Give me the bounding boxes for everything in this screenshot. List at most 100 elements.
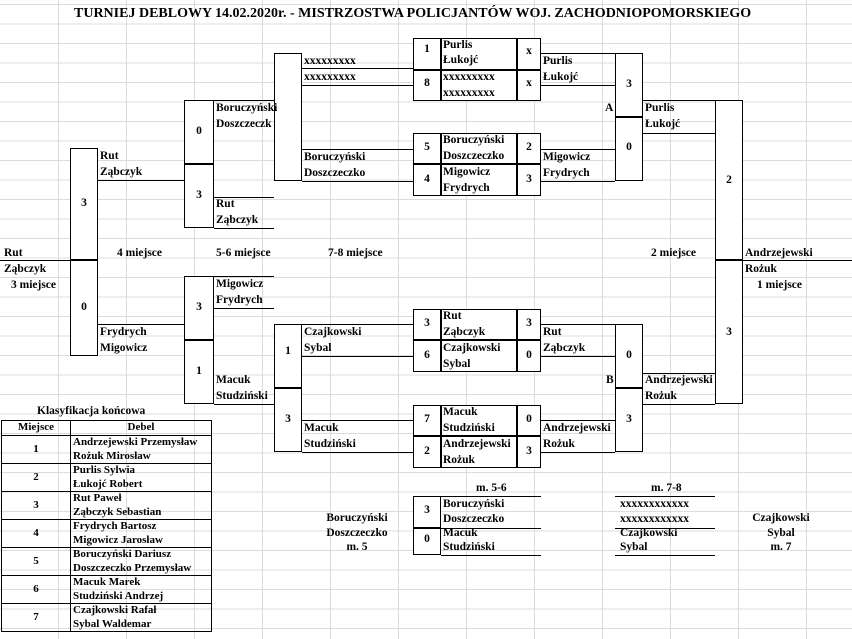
player-1: Boruczyński Dariusz bbox=[73, 548, 172, 560]
score: x bbox=[526, 45, 532, 57]
bracket-label-a: A bbox=[605, 102, 614, 114]
team-name: Czajkowski bbox=[443, 342, 501, 354]
team-name: Andrzejewski bbox=[645, 374, 713, 386]
team-name: Boruczyński bbox=[216, 102, 278, 114]
team-box bbox=[441, 38, 517, 70]
score-box bbox=[184, 276, 214, 340]
score-box bbox=[715, 260, 743, 404]
score-box bbox=[615, 117, 643, 181]
place-label: m. 7 bbox=[770, 541, 792, 553]
score: x bbox=[526, 77, 532, 89]
team-name: Doszczeczk bbox=[216, 118, 272, 130]
score-box bbox=[184, 340, 214, 404]
classification-title: Klasyfikacja końcowa bbox=[37, 405, 146, 417]
score-box bbox=[413, 340, 441, 372]
team-name: Ząbczyk bbox=[443, 326, 486, 338]
place-label: 1 miejsce bbox=[757, 279, 803, 291]
team-name: Łukojć bbox=[543, 71, 579, 83]
team-name: Rożuk bbox=[543, 438, 575, 450]
team-name: Rut bbox=[443, 310, 462, 322]
score: 0 bbox=[81, 301, 87, 313]
team-name: Łukojć bbox=[443, 54, 479, 66]
player-2: Rożuk Mirosław bbox=[73, 449, 151, 462]
team-name: Studziński bbox=[443, 541, 495, 553]
bracket-label-b: B bbox=[606, 374, 614, 386]
score: 3 bbox=[424, 504, 430, 516]
team-name: Frydrych bbox=[100, 326, 147, 338]
score-box bbox=[517, 70, 541, 101]
team-name: xxxxxxxxx bbox=[304, 71, 356, 83]
team-name: xxxxxxxxx bbox=[443, 71, 495, 83]
team-name: Czajkowski bbox=[304, 326, 362, 338]
player-1: Andrzejewski Przemysław bbox=[73, 436, 198, 448]
score: 3 bbox=[196, 301, 202, 313]
match-label: m. 7-8 bbox=[651, 482, 682, 494]
team-name: Ząbczyk bbox=[216, 214, 259, 226]
column-header-team: Debel bbox=[70, 420, 212, 436]
score: 3 bbox=[285, 413, 291, 425]
player-2: Studziński Andrzej bbox=[73, 589, 164, 602]
score-box bbox=[615, 53, 643, 117]
team-box bbox=[441, 133, 517, 164]
player-1: Purlis Sylwia bbox=[73, 464, 136, 476]
team-name: Czajkowski bbox=[752, 512, 810, 524]
score-box bbox=[517, 164, 541, 196]
score: 3 bbox=[526, 445, 532, 457]
score-box bbox=[517, 436, 541, 468]
team-name: Czajkowski bbox=[620, 527, 678, 539]
team-name: Ząbczyk bbox=[4, 263, 47, 275]
team-name: Macuk bbox=[304, 422, 339, 434]
seed: 3 bbox=[424, 317, 430, 329]
team-name: Rut bbox=[4, 247, 23, 259]
score: 0 bbox=[424, 533, 430, 545]
place-cell: 6 bbox=[1, 575, 71, 604]
score-column bbox=[274, 53, 302, 181]
team-name: Rożuk bbox=[745, 263, 777, 275]
score-box bbox=[70, 148, 98, 260]
seed: 1 bbox=[424, 43, 430, 55]
place-cell: 4 bbox=[1, 519, 71, 548]
table-header-row: Miejsce Debel bbox=[1, 420, 212, 436]
team-name: Migowicz bbox=[216, 278, 264, 290]
place-cell: 3 bbox=[1, 491, 71, 520]
score-box bbox=[517, 133, 541, 164]
place-cell: 1 bbox=[1, 435, 71, 464]
team-name: Rożuk bbox=[443, 454, 475, 466]
team-name: Doszczeczko bbox=[443, 513, 505, 525]
score: 3 bbox=[196, 189, 202, 201]
team-name: Frydrych bbox=[543, 167, 590, 179]
score-box bbox=[413, 405, 441, 436]
player-1: Rut Paweł bbox=[73, 492, 122, 504]
seed: 4 bbox=[424, 173, 430, 185]
team-name: Rożuk bbox=[645, 390, 677, 402]
team-box bbox=[441, 70, 517, 101]
team-name: Macuk bbox=[443, 406, 478, 418]
team-name: Sybal bbox=[767, 527, 795, 539]
score: 0 bbox=[196, 125, 202, 137]
team-name: Frydrych bbox=[216, 294, 263, 306]
score-box bbox=[715, 100, 743, 260]
team-name: Boruczyński bbox=[304, 151, 366, 163]
team-name: Purlis bbox=[443, 39, 473, 51]
score: 3 bbox=[526, 173, 532, 185]
tournament-title: TURNIEJ DEBLOWY 14.02.2020r. - MISTRZOST… bbox=[74, 6, 752, 21]
seed: 7 bbox=[424, 413, 430, 425]
team-name: Macuk bbox=[443, 527, 478, 539]
score-box bbox=[517, 38, 541, 70]
team-name: Boruczyński bbox=[443, 134, 505, 146]
team-name: Rut bbox=[543, 326, 562, 338]
score: 3 bbox=[81, 197, 87, 209]
place-cell: 5 bbox=[1, 547, 71, 576]
score: 1 bbox=[285, 345, 291, 357]
team-name: xxxxxxxxxxxx bbox=[620, 498, 689, 510]
score-box bbox=[413, 70, 441, 101]
team-name: Łukojć bbox=[645, 118, 681, 130]
